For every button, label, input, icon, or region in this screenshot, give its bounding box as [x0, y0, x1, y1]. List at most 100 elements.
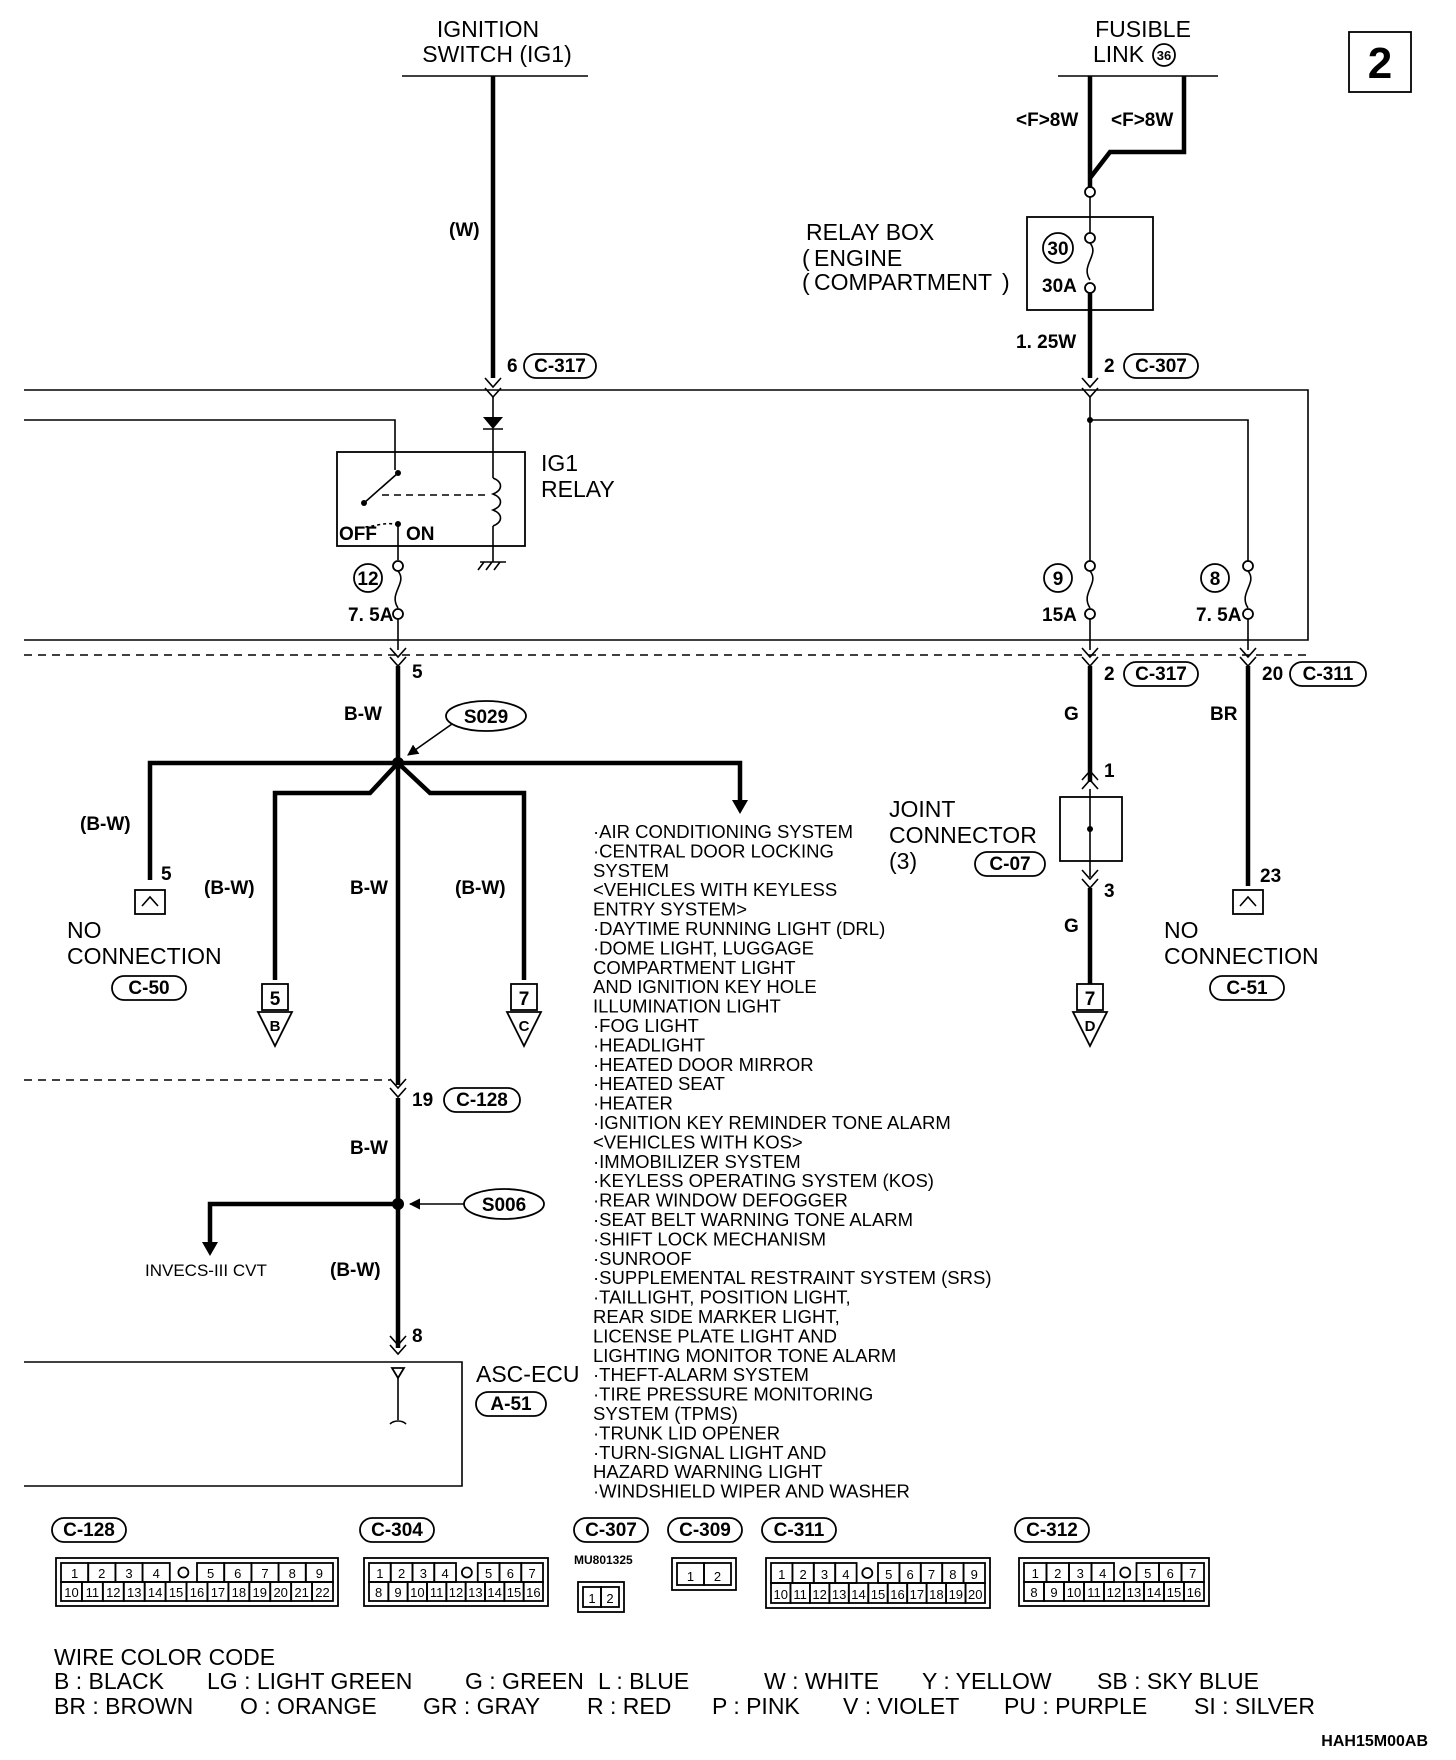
connector-pin: 2 [799, 1567, 806, 1582]
connector-pin: 6 [234, 1566, 241, 1581]
system-item: ·TURN-SIGNAL LIGHT AND [593, 1442, 826, 1463]
wire-bw-paren-1: (B-W) [80, 814, 131, 835]
fuse-8-number: 8 [1210, 569, 1221, 590]
fuse-30-rating: 30A [1042, 276, 1077, 297]
connector-pin: 16 [526, 1585, 540, 1600]
connector-pin: 16 [1187, 1585, 1201, 1600]
connector-pin: 15 [507, 1585, 521, 1600]
connector-pin: 11 [1087, 1585, 1101, 1600]
connector-pin: 17 [910, 1587, 924, 1602]
ig1-relay-label-2: RELAY [541, 476, 615, 502]
connector-pin: 3 [125, 1566, 132, 1581]
ig1-relay-on: ON [406, 524, 435, 545]
wire-125w-label: 1. 25W [1016, 332, 1076, 353]
system-item: ·AIR CONDITIONING SYSTEM [593, 821, 853, 842]
connector-pin: 8 [375, 1585, 382, 1600]
ref-c-letter: C [519, 1018, 530, 1035]
connector-pin: 2 [398, 1566, 405, 1581]
connector-id: C-128 [63, 1520, 115, 1541]
invecs-label: INVECS-III CVT [145, 1261, 267, 1280]
ig1-relay: OFF ON IG1 RELAY [336, 450, 615, 571]
asc-ecu: ASC-ECU A-51 [24, 1361, 580, 1487]
joint-connector: JOINT CONNECTOR (3) C-07 [889, 789, 1123, 877]
joint-label-3: (3) [889, 848, 917, 874]
fuse-9: 9 15A [1042, 560, 1096, 626]
no-connection-right-id: C-51 [1226, 978, 1268, 999]
fusible-link: FUSIBLE LINK 36 [1058, 16, 1218, 77]
connector-pin: 6 [1167, 1566, 1174, 1581]
wire-fusible-right [1088, 76, 1187, 180]
connector-pin: 2 [98, 1566, 105, 1581]
connector-part: MU801325 [574, 1553, 633, 1567]
connector-pin: 22 [315, 1585, 329, 1600]
no-connection-right-1: NO [1164, 917, 1199, 943]
wire-color-item: LG : LIGHT GREEN [207, 1668, 412, 1694]
system-item: ILLUMINATION LIGHT [593, 996, 781, 1017]
fuse-12-rating: 7. 5A [348, 605, 394, 626]
connector-pin: 11 [86, 1585, 100, 1600]
fuse-30-number: 30 [1047, 239, 1068, 260]
connector-pin: 14 [1147, 1585, 1161, 1600]
ref-b-page: 5 [270, 989, 281, 1010]
wire-color-item: BR : BROWN [54, 1693, 193, 1719]
connector-pin: 14 [851, 1587, 865, 1602]
wire-bw-paren-3: (B-W) [455, 878, 506, 899]
ignition-switch: IGNITION SWITCH (IG1) [402, 16, 588, 77]
relay-box-engine: RELAY BOX ( ENGINE ( COMPARTMENT ) 30 30… [802, 186, 1154, 311]
system-item: ·WINDSHIELD WIPER AND WASHER [593, 1481, 910, 1502]
connector-pin: 8 [1030, 1585, 1037, 1600]
connector-pin: 1 [1032, 1566, 1039, 1581]
system-item: ·FOG LIGHT [593, 1015, 699, 1036]
connector-pin: 1 [588, 1591, 595, 1606]
fuse-12: 12 7. 5A [348, 560, 404, 626]
connector-pin: 3 [821, 1567, 828, 1582]
etacs-box [24, 389, 1309, 641]
system-item: ·SUNROOF [593, 1248, 692, 1269]
fusible-link-label-2: LINK [1093, 41, 1145, 67]
connector-pin: 10 [64, 1585, 78, 1600]
connector-pin: 20 [968, 1587, 982, 1602]
wire-g-label-1: G [1064, 704, 1079, 725]
fuse-9-rating: 15A [1042, 605, 1077, 626]
pin-8: 8 [412, 1326, 423, 1347]
system-item: SYSTEM (TPMS) [593, 1403, 738, 1424]
ref-c: 7 C [505, 983, 543, 1049]
no-connection-left-2: CONNECTION [67, 943, 222, 969]
joint-pin-out: 3 [1104, 881, 1115, 902]
pin-5-left: 5 [412, 662, 423, 683]
system-item: ·CENTRAL DOOR LOCKING [593, 840, 834, 861]
ignition-switch-label-2: SWITCH (IG1) [422, 41, 572, 67]
connector-pin: 1 [778, 1567, 785, 1582]
system-item: HAZARD WARNING LIGHT [593, 1461, 823, 1482]
system-item: ·IGNITION KEY REMINDER TONE ALARM [593, 1112, 951, 1133]
wire-color-item: L : BLUE [598, 1668, 689, 1694]
connector-pin: 8 [289, 1566, 296, 1581]
fusible-wire-left-label: <F>8W [1016, 110, 1078, 131]
wire-bw-paren-4: (B-W) [330, 1260, 381, 1281]
joint-label-2: CONNECTOR [889, 822, 1037, 848]
ref-c-page: 7 [519, 989, 530, 1010]
system-item: ·SEAT BELT WARNING TONE ALARM [593, 1209, 913, 1230]
system-item: SYSTEM [593, 860, 669, 881]
ig1-relay-label-1: IG1 [541, 450, 578, 476]
connector-pin: 1 [376, 1566, 383, 1581]
connector-pin: 7 [529, 1566, 536, 1581]
connector-pin: 5 [207, 1566, 214, 1581]
connector-id: C-309 [679, 1520, 731, 1541]
wire-color-code-title: WIRE COLOR CODE [54, 1644, 275, 1670]
system-item: COMPARTMENT LIGHT [593, 957, 796, 978]
connector-pin: 2 [1054, 1566, 1061, 1581]
wire-color-item: SB : SKY BLUE [1097, 1668, 1259, 1694]
wire-bw-paren-2: (B-W) [204, 878, 255, 899]
wire-color-item: SI : SILVER [1194, 1693, 1315, 1719]
connector-pin: 1 [71, 1566, 78, 1581]
connector-pin: 13 [468, 1585, 482, 1600]
connector-pin: 13 [832, 1587, 846, 1602]
connector-pin: 16 [190, 1585, 204, 1600]
